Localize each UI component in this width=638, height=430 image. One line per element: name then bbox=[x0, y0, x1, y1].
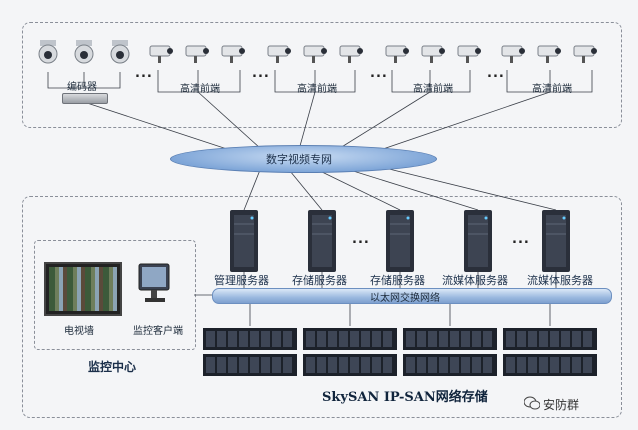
server-icon bbox=[464, 210, 492, 272]
server-icon bbox=[386, 210, 414, 272]
box-camera-icon bbox=[385, 45, 409, 63]
storage-rack-icon bbox=[503, 328, 597, 350]
storage-rack-icon bbox=[403, 328, 497, 350]
tv-wall-label: 电视墙 bbox=[64, 326, 94, 337]
hd-frontend-label: 高清前端 bbox=[532, 84, 572, 95]
dome-camera-icon bbox=[74, 40, 94, 64]
encoder-label: 编码器 bbox=[67, 82, 97, 93]
dome-camera-icon bbox=[110, 40, 130, 64]
digital-video-network bbox=[170, 145, 437, 173]
monitor-center-label: 监控中心 bbox=[88, 360, 137, 374]
box-camera-icon bbox=[339, 45, 363, 63]
box-camera-icon bbox=[221, 45, 245, 63]
server-label: 管理服务器 bbox=[214, 274, 269, 287]
box-camera-icon bbox=[573, 45, 597, 63]
ethernet-label: 以太网交换网络 bbox=[370, 293, 440, 304]
hd-frontend-label: 高清前端 bbox=[297, 84, 337, 95]
storage-rack-icon bbox=[503, 354, 597, 376]
box-camera-icon bbox=[501, 45, 525, 63]
storage-rack-icon bbox=[203, 354, 297, 376]
wechat-icon bbox=[524, 396, 540, 410]
server-label: 存储服务器 bbox=[370, 274, 425, 287]
server-icon bbox=[230, 210, 258, 272]
tv-wall-icon bbox=[44, 262, 122, 316]
server-label: 流媒体服务器 bbox=[527, 274, 593, 287]
box-camera-icon bbox=[537, 45, 561, 63]
storage-rack-icon bbox=[203, 328, 297, 350]
box-camera-icon bbox=[457, 45, 481, 63]
ellipsis: ... bbox=[352, 232, 370, 247]
storage-rack-icon bbox=[303, 354, 397, 376]
hd-frontend-label: 高清前端 bbox=[413, 84, 453, 95]
server-icon bbox=[542, 210, 570, 272]
ellipsis: ... bbox=[252, 66, 270, 81]
monitor-icon bbox=[138, 263, 170, 302]
server-icon bbox=[308, 210, 336, 272]
ellipsis: ... bbox=[512, 232, 530, 247]
box-camera-icon bbox=[267, 45, 291, 63]
storage-rack-icon bbox=[403, 354, 497, 376]
watermark-text: 安防群 bbox=[543, 398, 580, 412]
storage-rack-icon bbox=[303, 328, 397, 350]
hd-frontend-label: 高清前端 bbox=[180, 84, 220, 95]
ellipsis: ... bbox=[370, 66, 388, 81]
storage-title: SkySAN IP-SAN网络存储 bbox=[322, 390, 488, 405]
box-camera-icon bbox=[421, 45, 445, 63]
ellipsis: ... bbox=[135, 66, 153, 81]
dome-camera-icon bbox=[38, 40, 58, 64]
encoder-device bbox=[62, 93, 108, 104]
ellipsis: ... bbox=[487, 66, 505, 81]
network-label: 数字视频专网 bbox=[266, 153, 332, 166]
center-frame bbox=[22, 196, 622, 418]
box-camera-icon bbox=[303, 45, 327, 63]
ethernet-switch-network bbox=[212, 288, 612, 304]
server-label: 存储服务器 bbox=[292, 274, 347, 287]
box-camera-icon bbox=[149, 45, 173, 63]
server-label: 流媒体服务器 bbox=[442, 274, 508, 287]
monitor-client-label: 监控客户端 bbox=[133, 326, 183, 337]
frontend-frame bbox=[22, 22, 622, 128]
box-camera-icon bbox=[185, 45, 209, 63]
